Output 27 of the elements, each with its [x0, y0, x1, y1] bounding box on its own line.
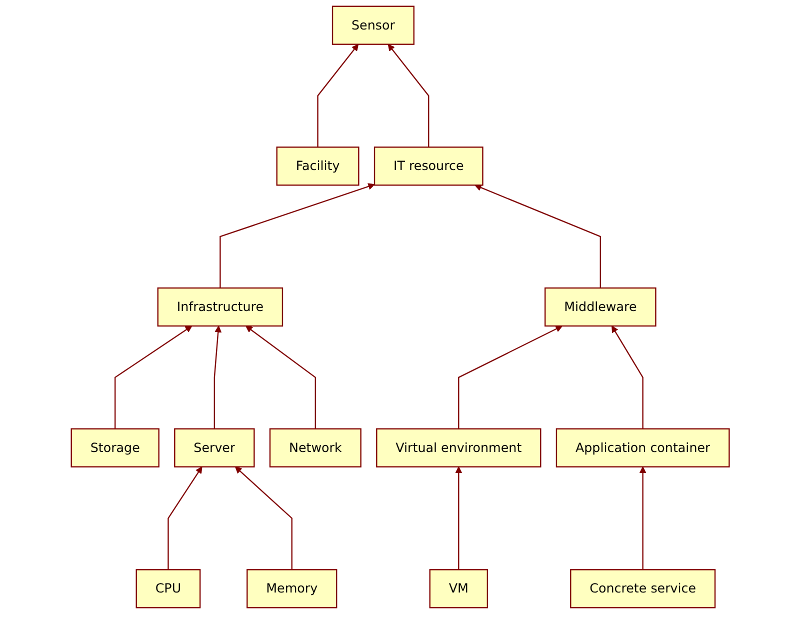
node-box: Network	[269, 428, 362, 468]
node-box: Concrete service	[570, 569, 716, 608]
arrow	[316, 44, 358, 148]
arrow	[388, 44, 429, 148]
arrow	[219, 183, 375, 288]
node-box: Storage	[70, 428, 160, 468]
arrow	[214, 326, 222, 429]
node-box: Infrastructure	[157, 287, 283, 327]
arrow	[454, 466, 462, 570]
node-box: Server	[174, 428, 254, 468]
arrow	[611, 326, 644, 429]
node-box: CPU	[136, 569, 200, 608]
arrow	[639, 466, 646, 570]
node-box: Application container	[556, 428, 730, 468]
arrow	[234, 466, 292, 570]
node-box: Facility	[276, 146, 360, 186]
node-box: IT resource	[374, 146, 484, 186]
arrow	[245, 326, 316, 429]
node-box: Memory	[246, 569, 337, 608]
arrow	[114, 326, 192, 429]
node-box: Middleware	[544, 287, 656, 327]
node-box: Sensor	[332, 6, 414, 45]
arrow	[167, 466, 202, 570]
arrow	[458, 326, 562, 429]
node-box: VM	[429, 569, 488, 608]
node-box: Virtual environment	[376, 428, 541, 468]
arrow	[474, 184, 601, 288]
